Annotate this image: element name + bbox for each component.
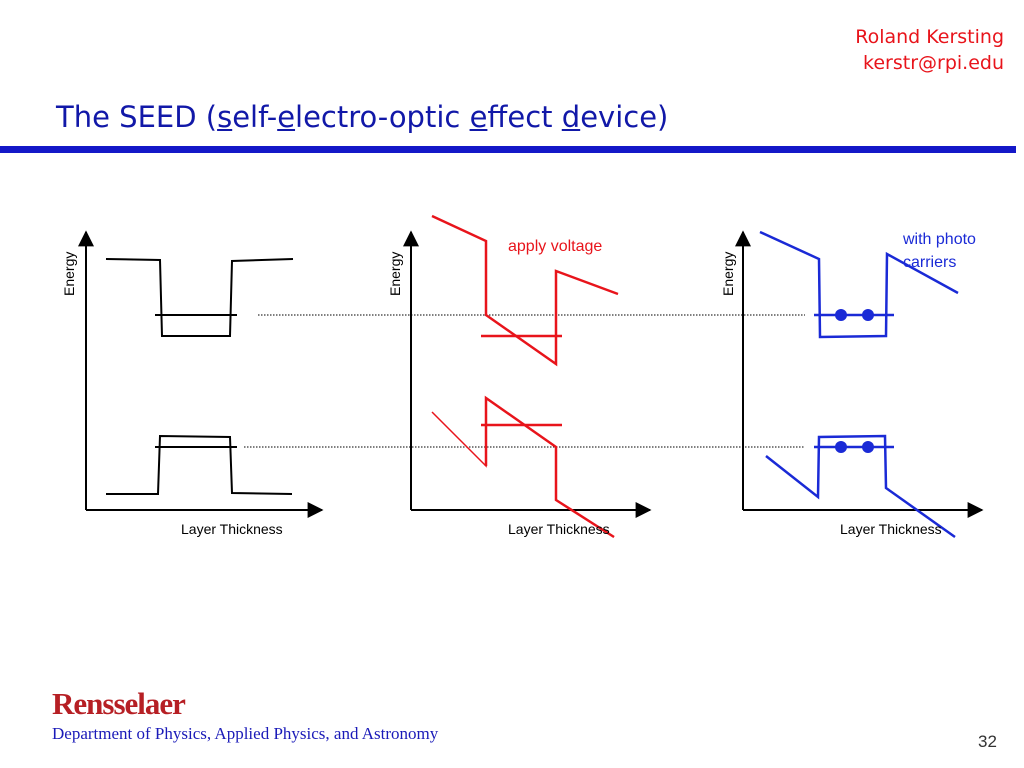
title-suffix: ) <box>657 100 669 134</box>
diagram-photo-carriers: Energy Layer Thickness with photo carrie… <box>720 230 984 539</box>
author-name: Roland Kersting <box>855 26 1004 48</box>
conduction-band-3 <box>759 230 959 339</box>
title-word-electro-optic: lectro-optic <box>295 100 470 134</box>
rensselaer-logo: Rensselaer <box>52 686 186 721</box>
conduction-band-2 <box>431 214 619 367</box>
department-name: Department of Physics, Applied Physics, … <box>52 724 439 743</box>
title-letter-d: d <box>561 100 581 134</box>
y-axis-label-2: Energy <box>387 252 403 296</box>
author-block: Roland Kersting kerstr@rpi.edu <box>800 24 1004 76</box>
photo-carriers-note-line1: with photo <box>902 231 976 248</box>
x-axis-label-1: Layer Thickness <box>181 521 283 537</box>
electron-carrier-1 <box>835 309 847 321</box>
title-word-device: evice <box>580 100 658 134</box>
electron-carrier-2 <box>862 309 874 321</box>
title-word-self: elf- <box>232 100 278 134</box>
title-word-effect: ffect <box>487 100 562 134</box>
author-email: kerstr@rpi.edu <box>863 52 1004 74</box>
x-axis-label-2: Layer Thickness <box>508 521 610 537</box>
valence-band-1 <box>106 434 293 495</box>
conduction-band-1 <box>105 258 294 337</box>
diagram-unbiased: Energy Layer Thickness <box>61 230 324 537</box>
page-number: 32 <box>978 732 997 751</box>
diagram-applied-voltage: Energy Layer Thickness apply voltage <box>387 214 652 539</box>
y-axis-label-1: Energy <box>61 252 77 296</box>
y-axis-label-3: Energy <box>720 252 736 296</box>
x-axis-label-3: Layer Thickness <box>840 521 942 537</box>
valence-band-2-edges <box>484 395 615 539</box>
apply-voltage-note: apply voltage <box>508 238 602 255</box>
title-letter-s: s <box>217 100 233 134</box>
valence-band-3 <box>765 434 956 539</box>
hole-carrier-1 <box>835 441 847 453</box>
valence-band-2 <box>431 396 615 538</box>
title-prefix: The SEED ( <box>56 100 218 134</box>
photo-carriers-note-line2: carriers <box>903 254 956 271</box>
title-letter-e1: e <box>277 100 296 134</box>
hole-carrier-2 <box>862 441 874 453</box>
slide-title: The SEED (self-electro-optic effect devi… <box>56 100 668 134</box>
title-divider <box>0 146 1016 153</box>
title-letter-e2: e <box>469 100 488 134</box>
